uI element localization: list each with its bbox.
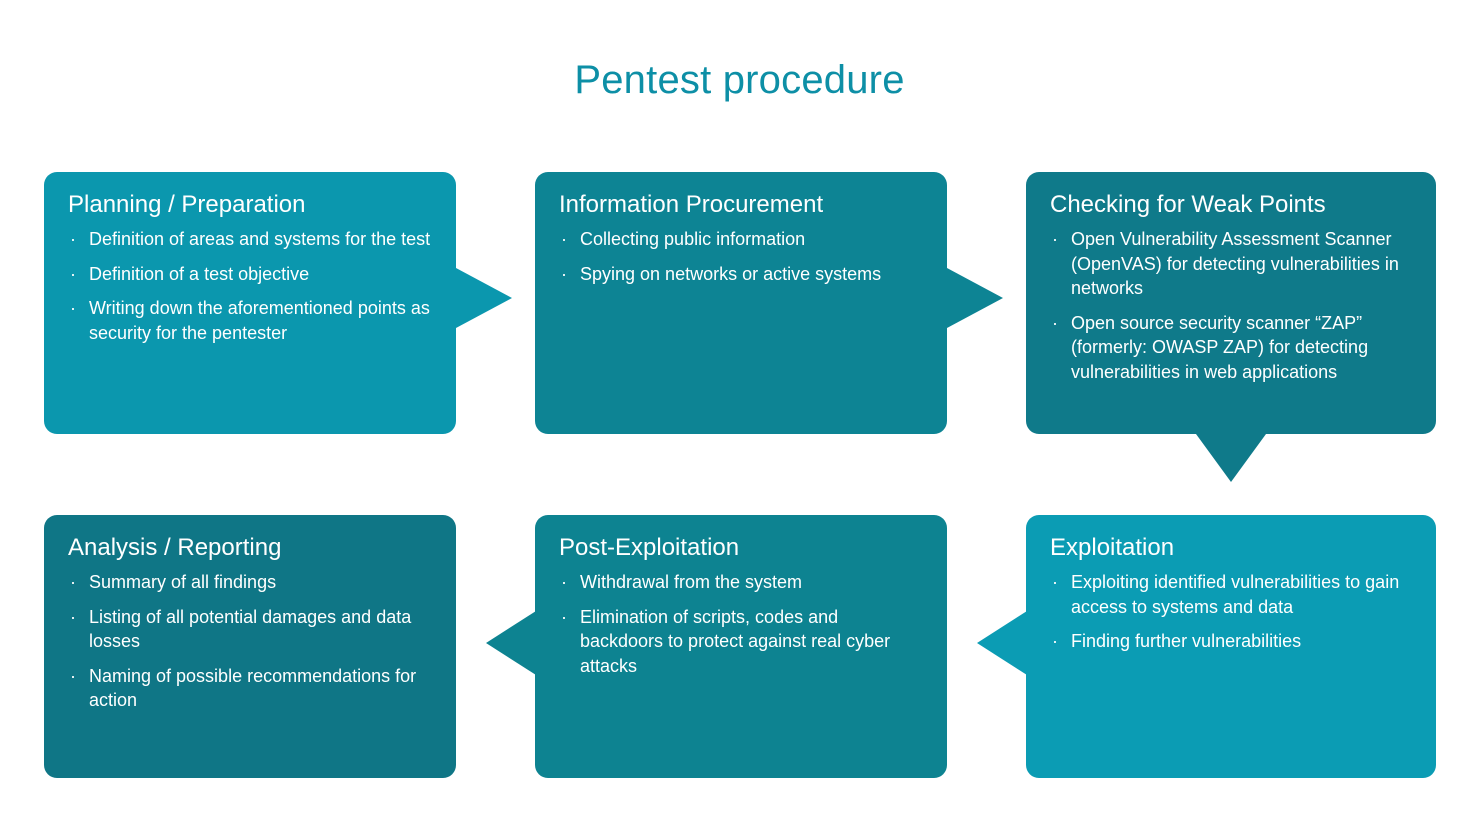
node-bullet-list: · Collecting public information · Spying o… (559, 227, 925, 286)
list-item-text: Open Vulnerability Assessment Scanner (O… (1071, 229, 1399, 298)
list-item-text: Open source security scanner “ZAP” (form… (1071, 312, 1369, 382)
list-item: · Definition of a test objective (68, 262, 434, 287)
list-item-text: Elimination of scripts, codes and backdo… (580, 606, 891, 676)
node-heading: Post-Exploitation (559, 534, 740, 561)
list-item: · Open source security scanner “ZAP” (for… (1050, 311, 1414, 385)
list-item-text: Writing down the aforementioned points a… (89, 298, 430, 343)
arrow-left-icon-post-to-analysis (486, 611, 536, 675)
bullet-icon: · (70, 606, 76, 627)
arrow-right-icon-planning-to-information (456, 268, 512, 328)
bullet-icon: · (561, 263, 567, 284)
list-item-text: Listing of all potential damages and dat… (89, 606, 412, 652)
node-post-exploitation[interactable]: Post-Exploitation · Withdrawal from the s… (535, 515, 947, 778)
node-information-procurement[interactable]: Information Procurement · Collecting publ… (535, 172, 947, 434)
list-item: · Collecting public information (559, 227, 925, 252)
page-title: Pentest procedure (574, 58, 905, 102)
list-item-text: Exploiting identified vulnerabilities to… (1071, 572, 1400, 617)
bullet-icon: · (561, 229, 567, 249)
node-heading: Information Procurement (559, 191, 824, 218)
node-bullet-list: · Summary of all findings · Listing of all… (68, 570, 434, 713)
bullet-icon: · (1052, 572, 1058, 592)
bullet-icon: · (70, 572, 76, 592)
list-item: · Elimination of scripts, codes and backd… (559, 605, 925, 679)
node-heading: Analysis / Reporting (68, 534, 282, 561)
list-item: · Naming of possible recommendations for … (68, 664, 434, 713)
node-bullet-list: · Open Vulnerability Assessment Scanner (… (1050, 227, 1414, 384)
list-item-text: Definition of areas and systems for the … (89, 229, 431, 249)
bullet-icon: · (1052, 631, 1058, 651)
list-item: · Listing of all potential damages and da… (68, 605, 434, 654)
bullet-icon: · (1052, 229, 1058, 249)
node-planning-preparation[interactable]: Planning / Preparation · Definition of ar… (44, 172, 456, 434)
arrow-right-icon-information-to-checking (947, 268, 1003, 328)
list-item: · Open Vulnerability Assessment Scanner (… (1050, 227, 1414, 301)
node-bullet-list: · Withdrawal from the system · Elimination… (559, 570, 925, 678)
list-item-text: Spying on networks or active systems (580, 263, 882, 284)
node-bullet-list: · Exploiting identified vulnerabilities t… (1050, 570, 1414, 654)
bullet-icon: · (1052, 312, 1058, 333)
node-heading: Checking for Weak Points (1050, 191, 1326, 218)
bullet-icon: · (561, 606, 567, 627)
node-heading: Exploitation (1050, 534, 1175, 561)
list-item: · Spying on networks or active systems (559, 262, 925, 287)
bullet-icon: · (70, 229, 76, 249)
arrow-down-icon-checking-to-exploitation (1196, 434, 1266, 482)
node-analysis-reporting[interactable]: Analysis / Reporting · Summary of all fin… (44, 515, 456, 778)
node-bullet-list: · Definition of areas and systems for the… (68, 227, 434, 345)
list-item: · Exploiting identified vulnerabilities t… (1050, 570, 1414, 619)
list-item-text: Withdrawal from the system (580, 572, 803, 592)
list-item-text: Definition of a test objective (89, 263, 310, 284)
node-checking-for-weak-points[interactable]: Checking for Weak Points · Open Vulnerabi… (1026, 172, 1436, 434)
bullet-icon: · (561, 572, 567, 592)
bullet-icon: · (70, 263, 76, 284)
list-item: · Definition of areas and systems for the… (68, 227, 434, 252)
list-item-text: Finding further vulnerabilities (1071, 631, 1302, 651)
list-item-text: Summary of all findings (89, 572, 277, 592)
list-item-text: Collecting public information (580, 229, 806, 249)
list-item: · Summary of all findings (68, 570, 434, 595)
node-heading: Planning / Preparation (68, 191, 306, 218)
node-exploitation[interactable]: Exploitation · Exploiting identified vuln… (1026, 515, 1436, 778)
list-item: · Withdrawal from the system (559, 570, 925, 595)
list-item: · Writing down the aforementioned points … (68, 296, 434, 345)
bullet-icon: · (70, 665, 76, 686)
list-item: · Finding further vulnerabilities (1050, 629, 1414, 654)
bullet-icon: · (70, 298, 76, 318)
arrow-left-icon-exploitation-to-post (977, 611, 1027, 675)
list-item-text: Naming of possible recommendations for a… (89, 665, 417, 711)
